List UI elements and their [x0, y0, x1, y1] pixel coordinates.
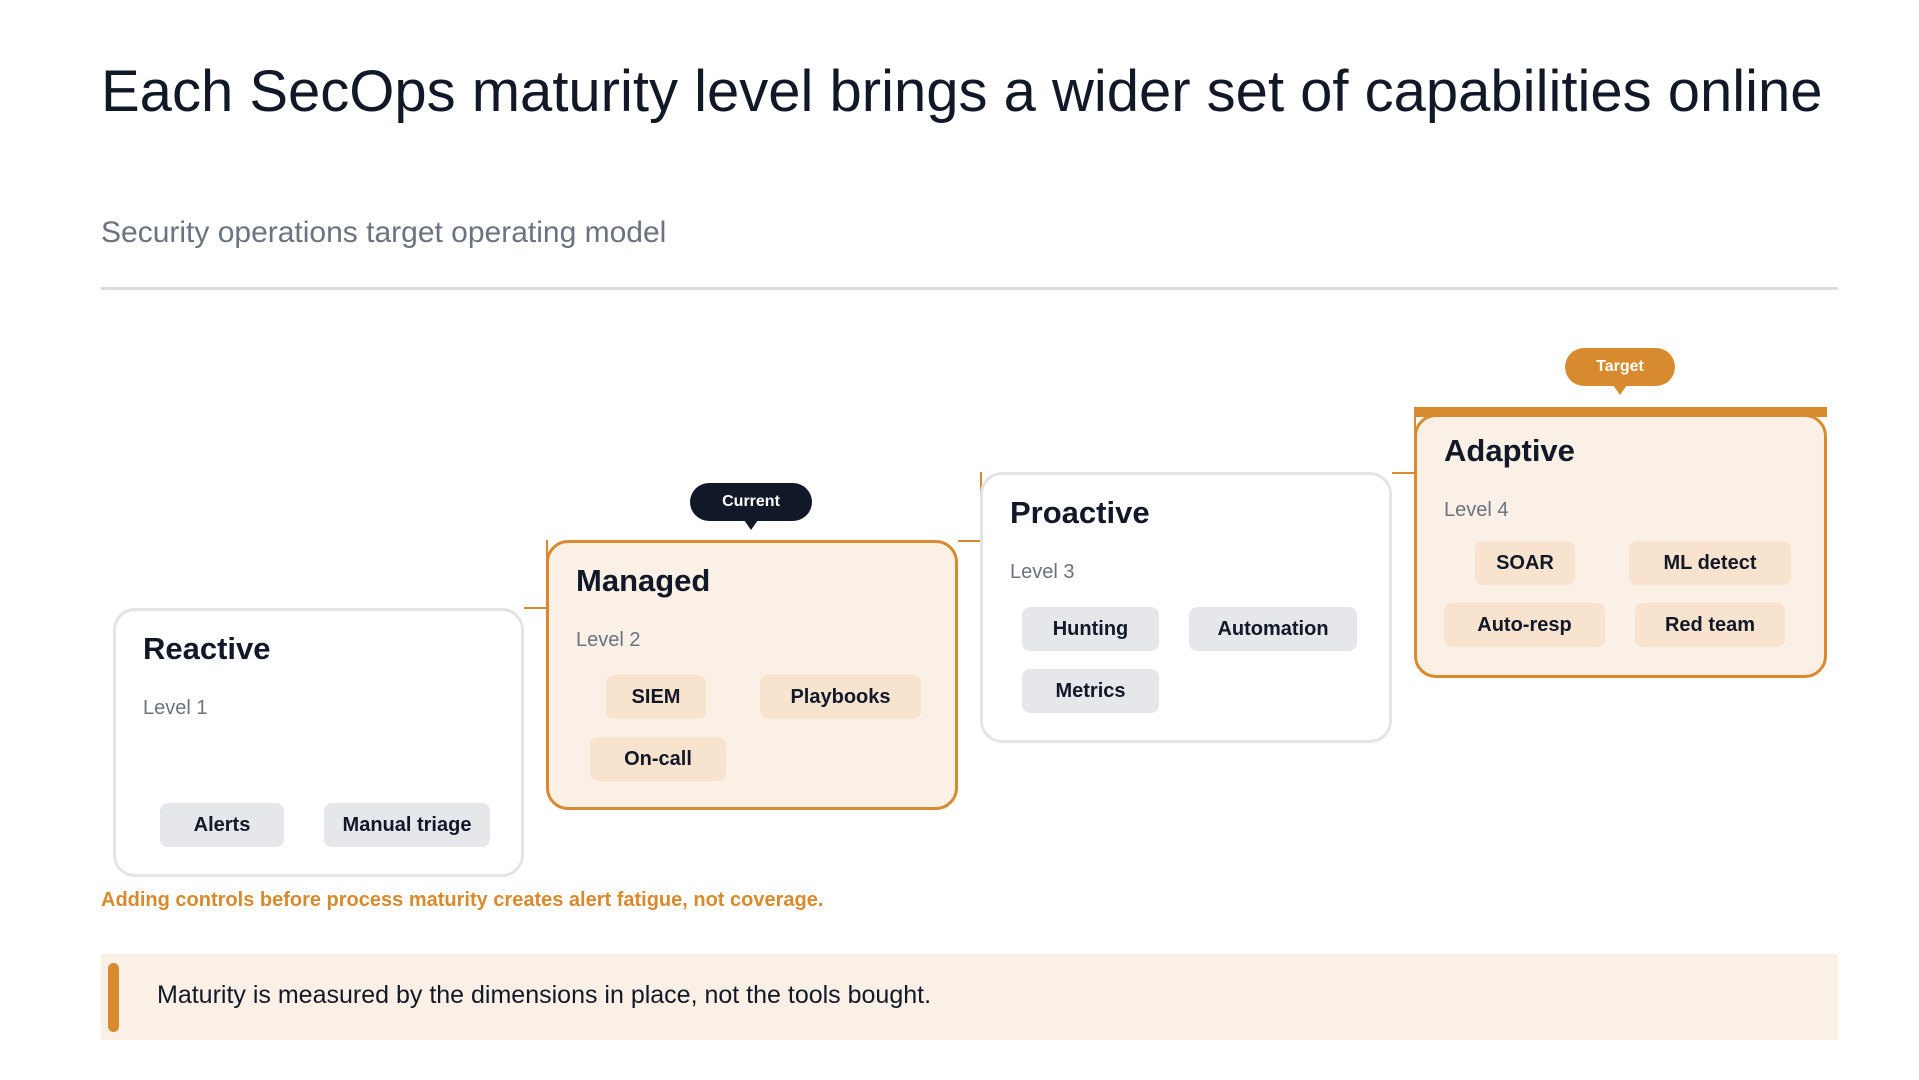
capability-chip: SIEM: [606, 675, 706, 719]
level-title: Reactive: [143, 631, 271, 666]
level-number: Level 1: [143, 697, 208, 719]
capability-chip: Red team: [1635, 603, 1785, 647]
level-title: Managed: [576, 563, 711, 598]
target-accent-bar: [1414, 407, 1827, 417]
capability-chip: Auto-resp: [1444, 603, 1605, 647]
level-card-reactive: Reactive Level 1 Alerts Manual triage: [113, 608, 524, 877]
capability-chip: Metrics: [1022, 669, 1159, 713]
header-divider: [101, 287, 1838, 290]
capability-chip: On-call: [590, 737, 726, 781]
level-number: Level 2: [576, 629, 641, 651]
level-card-adaptive: Adaptive Level 4 SOAR ML detect Auto-res…: [1414, 407, 1827, 678]
level-card-managed: Managed Level 2 SIEM Playbooks On-call: [546, 540, 958, 810]
capability-chip: SOAR: [1475, 541, 1575, 585]
page-subtitle: Security operations target operating mod…: [101, 216, 667, 249]
callout-accent-bar: [108, 963, 119, 1032]
step-connector-1: [524, 607, 546, 609]
step-connector-2: [958, 540, 980, 542]
capability-chip: Manual triage: [324, 803, 490, 847]
callout-text: Maturity is measured by the dimensions i…: [157, 981, 932, 1009]
level-number: Level 3: [1010, 561, 1075, 583]
capability-chip: Alerts: [160, 803, 284, 847]
target-marker: Target: [1565, 348, 1675, 395]
level-number: Level 4: [1444, 499, 1509, 521]
level-card-proactive: Proactive Level 3 Hunting Automation Met…: [980, 472, 1392, 743]
level-title: Proactive: [1010, 495, 1150, 530]
capability-chip: Automation: [1189, 607, 1357, 651]
level-title: Adaptive: [1444, 433, 1575, 468]
capability-chip: ML detect: [1629, 541, 1791, 585]
capability-chip: Hunting: [1022, 607, 1159, 651]
current-marker: Current: [690, 483, 812, 530]
page-title: Each SecOps maturity level brings a wide…: [101, 59, 1823, 124]
step-connector-3: [1392, 472, 1414, 474]
key-takeaway-callout: Maturity is measured by the dimensions i…: [101, 954, 1838, 1040]
warning-note: Adding controls before process maturity …: [101, 889, 824, 911]
capability-chip: Playbooks: [760, 675, 921, 719]
